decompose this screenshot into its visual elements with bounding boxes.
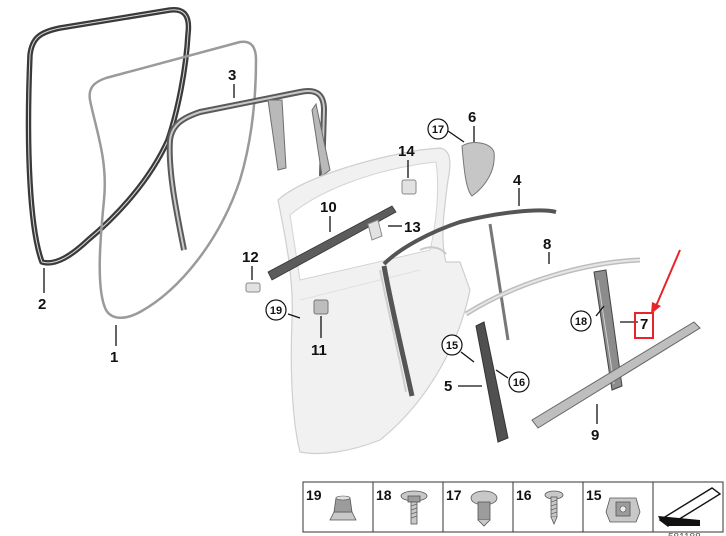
callout-13: 13 — [404, 219, 421, 236]
table-label-18: 18 — [376, 487, 392, 503]
callout-11: 11 — [311, 342, 327, 359]
callout-4: 4 — [513, 172, 522, 189]
svg-text:19: 19 — [270, 305, 282, 317]
part-14-clip — [401, 179, 417, 195]
callout-8: 8 — [543, 236, 551, 253]
svg-text:18: 18 — [575, 316, 587, 328]
svg-text:16: 16 — [513, 377, 525, 389]
callout-5: 5 — [444, 378, 452, 395]
red-arrowhead — [651, 302, 661, 314]
seal-profile-icon — [658, 487, 722, 527]
callout-7: 7 — [640, 316, 648, 333]
drawing-number: 581188 — [668, 532, 701, 536]
flange-screw-icon — [400, 490, 428, 525]
clip-nut-icon — [329, 495, 357, 521]
leader-lines — [43, 84, 638, 424]
table-label-19: 19 — [306, 487, 322, 503]
part-1-inner-door-seal — [88, 40, 258, 319]
callout-15: 15 — [441, 334, 463, 356]
svg-text:17: 17 — [432, 124, 444, 136]
callout-labels: 1 2 3 4 5 6 7 8 9 10 11 12 13 14 — [38, 67, 648, 444]
expanding-rivet-icon — [470, 490, 498, 527]
callout-16: 16 — [508, 371, 530, 393]
highlight-box — [634, 312, 654, 339]
callout-2: 2 — [38, 296, 46, 313]
tapping-screw-icon — [544, 490, 564, 526]
red-arrow — [655, 249, 681, 307]
fastener-table: 19 18 17 16 15 — [302, 481, 724, 533]
part-4-window-channel-trim — [379, 208, 557, 397]
part-10-window-strip — [267, 205, 397, 281]
table-label-15: 15 — [586, 487, 602, 503]
part-13-clip — [367, 219, 383, 241]
callout-3: 3 — [228, 67, 236, 84]
callout-1: 1 — [110, 349, 118, 366]
highlight-annotation — [634, 249, 681, 339]
callout-10: 10 — [320, 199, 337, 216]
table-label-17: 17 — [446, 487, 462, 503]
part-9-lower-trim-strip — [531, 321, 701, 429]
circled-callouts: 15 16 17 18 19 — [265, 118, 592, 393]
rear-door-panel — [277, 147, 471, 455]
part-11-clip — [313, 299, 329, 315]
part-3-window-frame-seal — [166, 88, 331, 251]
part-8-trim-strip — [464, 257, 641, 317]
sheet-clip-icon — [605, 497, 641, 523]
svg-text:15: 15 — [446, 340, 458, 352]
callout-19: 19 — [265, 299, 287, 321]
callout-17: 17 — [427, 118, 449, 140]
part-12-plug — [245, 282, 261, 293]
part-7-pillar-trim — [593, 269, 623, 391]
callout-14: 14 — [398, 143, 415, 160]
callout-9: 9 — [591, 427, 599, 444]
callout-6: 6 — [468, 109, 476, 126]
part-5-triangle-panel — [475, 321, 509, 443]
table-label-16: 16 — [516, 487, 532, 503]
part-2-outer-door-seal — [25, 7, 192, 266]
callout-12: 12 — [242, 249, 259, 266]
callout-18: 18 — [570, 310, 592, 332]
part-6-triangle-cover — [461, 142, 495, 197]
